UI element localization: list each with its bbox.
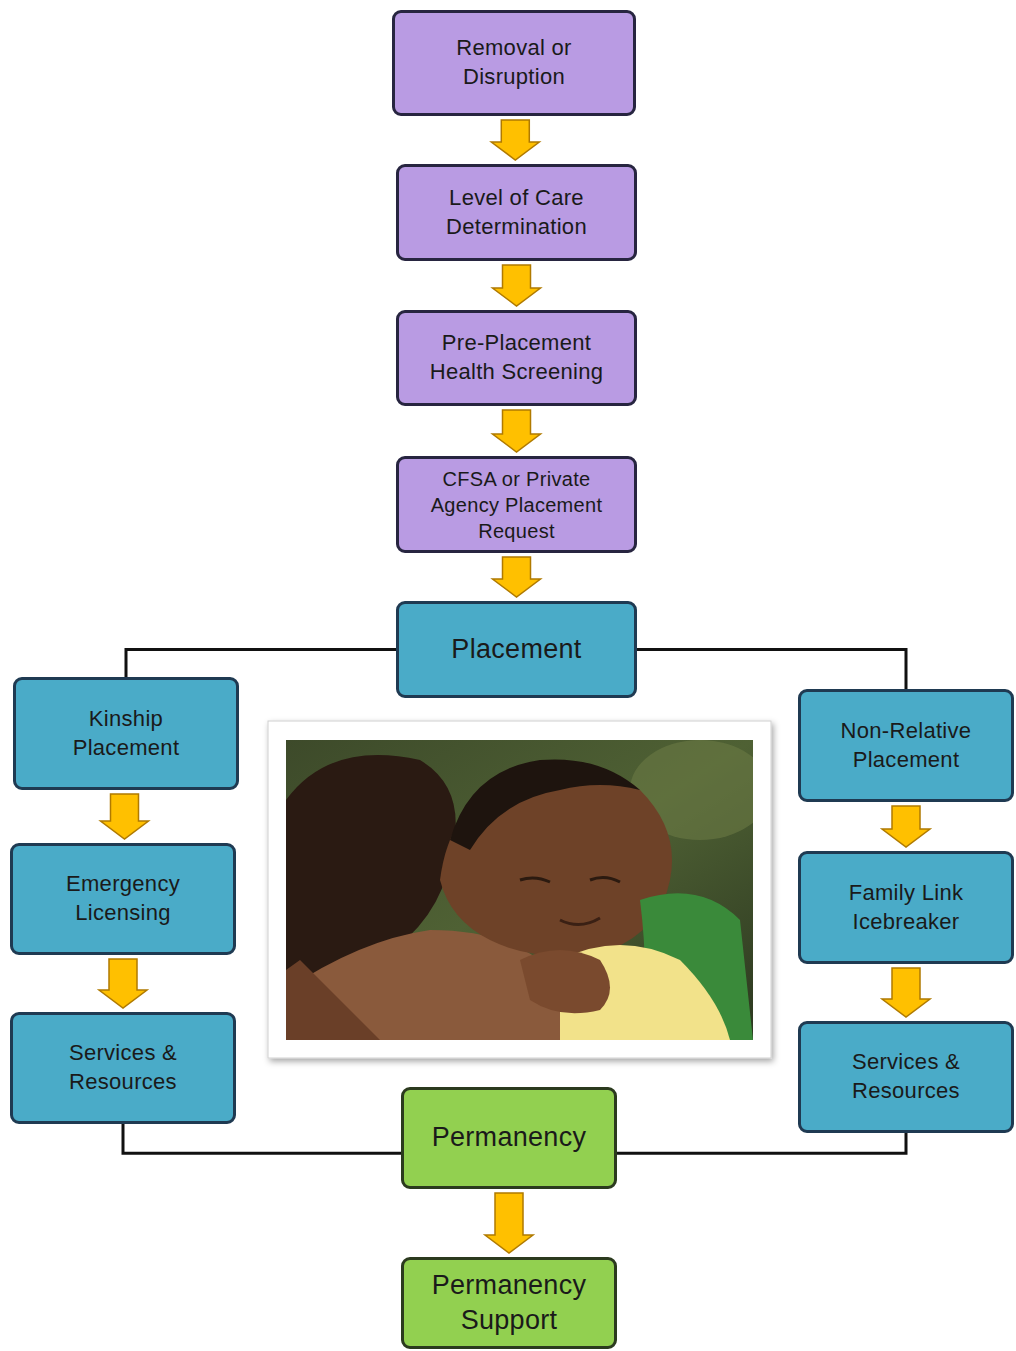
connector-line: [126, 650, 396, 678]
connector-line: [123, 1124, 401, 1153]
placement-box: Kinship Placement: [13, 677, 239, 790]
block-arrow: [493, 557, 541, 597]
placement-box: Services & Resources: [798, 1021, 1014, 1133]
process-box: Pre-Placement Health Screening: [396, 310, 637, 406]
permanency-box: Permanency Support: [401, 1257, 617, 1349]
placement-box: Family Link Icebreaker: [798, 851, 1014, 964]
block-arrow: [493, 265, 541, 306]
process-box: Removal or Disruption: [392, 10, 636, 116]
block-arrow: [493, 410, 541, 452]
box-label: Pre-Placement Health Screening: [427, 329, 607, 386]
process-box: Level of Care Determination: [396, 164, 637, 261]
permanency-box: Permanency: [401, 1087, 617, 1189]
box-label: Services & Resources: [61, 1039, 186, 1096]
placement-box: Placement: [396, 601, 637, 698]
block-arrow: [99, 959, 147, 1008]
photo-frame: [268, 721, 771, 1058]
box-label: Placement: [451, 632, 581, 667]
box-label: CFSA or Private Agency Placement Request: [422, 466, 612, 544]
box-label: Emergency Licensing: [61, 870, 186, 927]
box-label: Services & Resources: [844, 1048, 969, 1105]
connector-line: [637, 650, 906, 690]
connector-line: [617, 1133, 906, 1153]
box-label: Non-Relative Placement: [834, 717, 979, 774]
photo-scene: [286, 740, 753, 1040]
block-arrow: [491, 120, 539, 160]
box-label: Removal or Disruption: [429, 34, 599, 91]
box-label: Permanency: [432, 1120, 587, 1155]
box-label: Permanency Support: [414, 1268, 604, 1338]
block-arrow: [882, 968, 930, 1017]
box-label: Kinship Placement: [61, 705, 191, 762]
box-label: Family Link Icebreaker: [839, 879, 974, 936]
block-arrow: [101, 794, 149, 839]
placement-box: Services & Resources: [10, 1012, 236, 1124]
placement-box: Emergency Licensing: [10, 843, 236, 955]
block-arrow: [485, 1193, 533, 1253]
block-arrow: [882, 806, 930, 847]
box-label: Level of Care Determination: [437, 184, 597, 241]
process-box: CFSA or Private Agency Placement Request: [396, 456, 637, 553]
placement-box: Non-Relative Placement: [798, 689, 1014, 802]
